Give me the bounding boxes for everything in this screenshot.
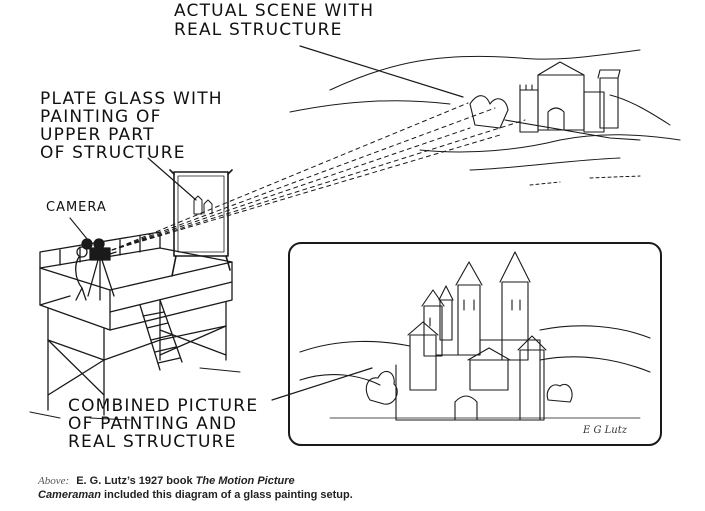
actual-scene-label-line1: ACTUAL SCENE WITH	[174, 1, 375, 21]
camera-platform	[29, 231, 241, 421]
combined-picture-frame	[288, 242, 662, 446]
combined-leader-line	[271, 367, 373, 401]
actual-scene-leader-line	[299, 45, 464, 98]
sight-lines	[111, 102, 526, 251]
figure-caption: Above: E. G. Lutz’s 1927 book The Motion…	[38, 474, 358, 502]
plate-glass-label-line1: PLATE GLASS WITH	[40, 89, 223, 109]
distant-hills	[289, 49, 681, 186]
plate-glass-label-line3: UPPER PART	[40, 125, 155, 145]
combined-picture-castle	[299, 251, 651, 421]
caption-book-title: The Motion Picture Cameraman	[38, 475, 295, 501]
plate-glass-label-line4: OF STRUCTURE	[40, 143, 186, 163]
caption-text-before: E. G. Lutz’s 1927 book	[76, 475, 193, 487]
caption-lead: Above:	[38, 475, 70, 487]
actual-scene-castle	[469, 61, 641, 141]
caption-text-after: included this diagram of a glass paintin…	[104, 489, 353, 501]
combined-label-line2: OF PAINTING AND	[68, 414, 238, 434]
artist-signature: E G Lutz	[583, 425, 628, 436]
camera-label: CAMERA	[46, 200, 107, 215]
actual-scene-label-line2: REAL STRUCTURE	[174, 20, 343, 40]
combined-label-line1: COMBINED PICTURE	[68, 396, 259, 416]
plate-glass-label-line2: PAINTING OF	[40, 107, 162, 127]
camera-operator	[75, 238, 117, 301]
plate-glass-leader-line	[147, 157, 197, 201]
combined-label-line3: REAL STRUCTURE	[68, 432, 237, 452]
